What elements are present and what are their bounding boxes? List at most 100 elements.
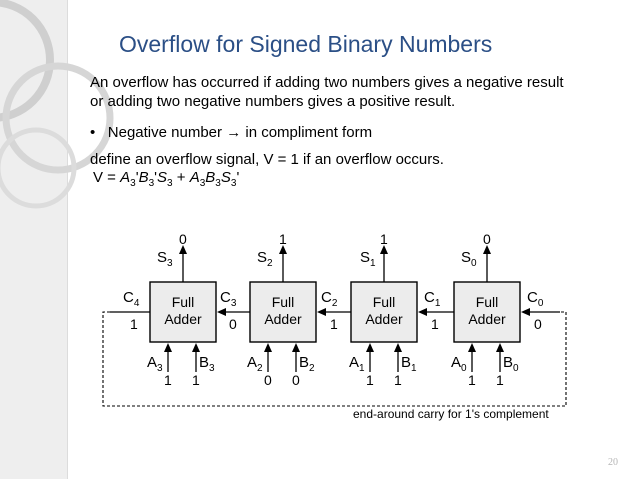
sum-subscript: 1	[370, 258, 376, 269]
b-value: 0	[292, 372, 300, 388]
carry-c1: C1 1	[418, 289, 454, 332]
carry-label: C4	[123, 289, 140, 309]
formula-subscript: 3	[167, 178, 173, 189]
up-arrow-icon	[394, 343, 402, 352]
carry-subscript: 3	[231, 298, 237, 309]
up-arrow-icon	[179, 245, 187, 254]
end-around-carry-loop: end-around carry for 1's complement	[102, 311, 567, 421]
left-arrow-icon	[418, 308, 427, 316]
formula-prime: '	[135, 169, 139, 186]
a-label: A1	[349, 354, 365, 374]
sum-output-2: 1 S2	[257, 231, 287, 282]
adder-label-line2: Adder	[365, 311, 403, 327]
full-adder-3: Full Adder	[149, 281, 217, 343]
overflow-formula: V = A3'B3'S3 + A3B3S3'	[93, 169, 239, 189]
inputs-bit-0: A0 B0 1 1	[451, 343, 519, 388]
a-value: 1	[468, 372, 476, 388]
decorative-ring	[0, 0, 54, 122]
carry-subscript: 1	[435, 298, 441, 309]
sum-letter: S	[257, 249, 267, 266]
carry-subscript: 0	[538, 298, 544, 309]
formula-term: A	[189, 169, 200, 186]
formula-term: S	[220, 169, 231, 186]
sum-subscript: 3	[167, 258, 173, 269]
up-arrow-icon	[192, 343, 200, 352]
a-value: 1	[366, 372, 374, 388]
up-arrow-icon	[366, 343, 374, 352]
formula-subscript: 3	[130, 178, 136, 189]
sum-label: S3	[157, 249, 173, 269]
b-subscript: 2	[309, 363, 315, 374]
sum-label: S2	[257, 249, 273, 269]
sum-letter: S	[157, 249, 167, 266]
a-subscript: 2	[257, 363, 263, 374]
up-arrow-icon	[483, 245, 491, 254]
b-label: B3	[199, 354, 215, 374]
adder-label-line1: Full	[373, 294, 396, 310]
sum-label: S0	[461, 249, 477, 269]
carry-value: 1	[130, 316, 138, 332]
a-letter: A	[451, 354, 461, 371]
b-letter: B	[503, 354, 513, 371]
b-label: B1	[401, 354, 417, 374]
adder-label-line2: Adder	[468, 311, 506, 327]
a-subscript: 3	[157, 363, 163, 374]
sum-subscript: 0	[471, 258, 477, 269]
carry-subscript: 4	[134, 298, 140, 309]
bullet-item: • Negative number → in compliment form	[90, 123, 372, 142]
a-value: 1	[164, 372, 172, 388]
a-value: 0	[264, 372, 272, 388]
a-subscript: 0	[461, 363, 467, 374]
slide-title: Overflow for Signed Binary Numbers	[119, 31, 493, 57]
carry-c0: C0 0	[521, 289, 560, 332]
sum-output-1: 1 S1	[360, 231, 388, 282]
side-decoration-panel	[0, 0, 68, 479]
formula-term: S	[157, 169, 168, 186]
carry-label: C1	[424, 289, 441, 309]
right-arrow-icon: →	[226, 124, 242, 141]
carry-value: 0	[534, 316, 542, 332]
carry-label: C2	[321, 289, 338, 309]
carry-letter: C	[220, 289, 231, 306]
decorative-ring	[2, 62, 114, 174]
carry-subscript: 2	[332, 298, 338, 309]
formula-term: B	[205, 169, 216, 186]
carry-label: C3	[220, 289, 237, 309]
left-arrow-icon	[217, 308, 226, 316]
side-divider-line	[67, 0, 68, 479]
left-arrow-icon	[317, 308, 326, 316]
sum-value: 1	[279, 231, 287, 247]
adder-label-line1: Full	[272, 294, 295, 310]
up-arrow-icon	[164, 343, 172, 352]
sum-label: S1	[360, 249, 376, 269]
sum-value: 0	[179, 231, 187, 247]
decorative-ring	[0, 127, 77, 209]
sum-value: 0	[483, 231, 491, 247]
overflow-definition: define an overflow signal, V = 1 if an o…	[90, 151, 444, 168]
up-arrow-icon	[279, 245, 287, 254]
carry-value: 1	[330, 316, 338, 332]
full-adder-0: Full Adder	[453, 281, 521, 343]
end-around-carry-caption: end-around carry for 1's complement	[353, 407, 549, 421]
a-letter: A	[147, 354, 157, 371]
formula-subscript: 3	[199, 178, 206, 189]
carry-c4: C4 1	[110, 289, 150, 332]
b-subscript: 1	[411, 363, 417, 374]
full-adder-1: Full Adder	[350, 281, 418, 343]
inputs-bit-3: A3 B3 1 1	[147, 343, 215, 388]
b-letter: B	[401, 354, 411, 371]
formula-prime: '	[236, 169, 240, 186]
adder-label-line1: Full	[172, 294, 195, 310]
dashed-carry-path	[102, 311, 567, 407]
up-arrow-icon	[264, 343, 272, 352]
bullet-marker: •	[90, 124, 96, 141]
decorative-rings	[0, 0, 114, 209]
a-letter: A	[349, 354, 359, 371]
carry-c3: C3 0	[217, 289, 250, 332]
a-letter: A	[247, 354, 257, 371]
sum-output-0: 0 S0	[461, 231, 491, 282]
explanation-line-1: An overflow has occurred if adding two n…	[90, 74, 564, 91]
a-label: A2	[247, 354, 263, 374]
b-value: 1	[496, 372, 504, 388]
